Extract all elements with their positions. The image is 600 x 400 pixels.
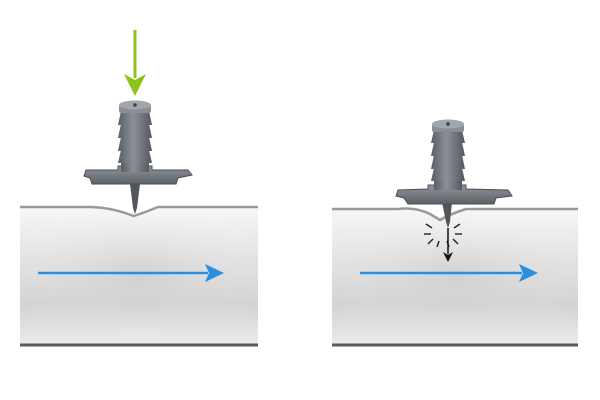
- down-arrow-icon: [443, 252, 453, 262]
- right-fitting-bore: [446, 122, 450, 126]
- right-flow-arrow: [360, 264, 538, 282]
- drip-arrow: [443, 228, 453, 262]
- right-fitting-flange: [395, 184, 513, 205]
- left-fitting-barb: [118, 100, 152, 172]
- right-arrow-icon: [519, 264, 538, 282]
- right-pipe-top-edge: [332, 207, 578, 222]
- press-arrow: [124, 30, 146, 96]
- left-panel: [20, 30, 258, 347]
- right-fitting: [395, 119, 513, 228]
- down-arrow-icon: [124, 74, 146, 96]
- right-panel: [332, 119, 578, 347]
- right-pipe-shade: [332, 217, 578, 343]
- left-pipe-shade: [20, 215, 258, 343]
- left-fitting-bore: [133, 103, 137, 107]
- left-pipe-top-edge: [20, 205, 258, 218]
- left-fitting-spike: [130, 184, 140, 214]
- left-fitting-flange: [83, 165, 193, 185]
- right-arrow-icon: [205, 264, 224, 282]
- right-fitting-barb: [431, 119, 465, 190]
- right-fitting-spike: [442, 202, 452, 228]
- left-fitting: [83, 100, 193, 214]
- left-flow-arrow: [38, 264, 224, 282]
